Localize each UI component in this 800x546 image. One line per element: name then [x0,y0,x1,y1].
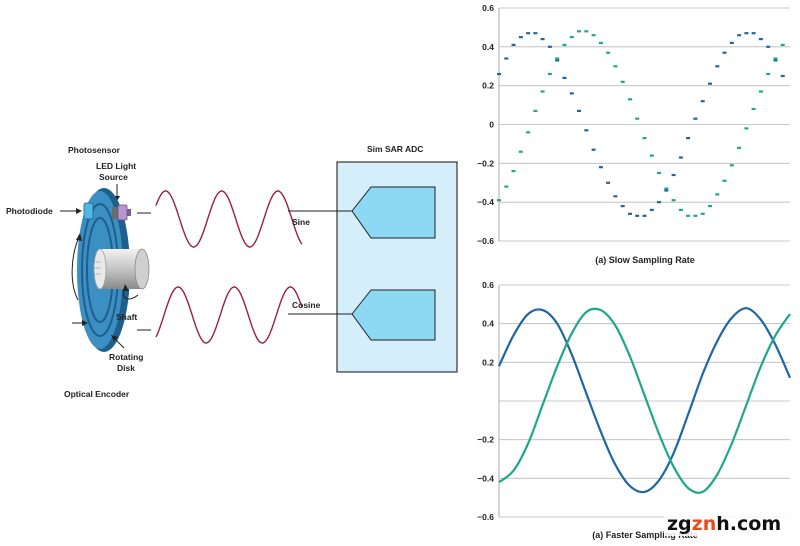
y-tick-label: −0.2 [477,158,494,168]
shaft-collar [93,248,107,290]
y-tick-label: 0.6 [482,280,494,290]
watermark-backdrop [664,510,794,536]
rotation-arrow-shaft-head [123,284,129,291]
disk-label-arrow [113,337,125,349]
watermark-prefix: zg [667,513,692,535]
sine-adc-channel [351,186,436,239]
faster-sampling-chart: 0.6 0.4 0.2 −0.2 −0.4 −0.6 (a) Faster Sampling… [477,280,792,540]
rotation-arrow-left-head [76,233,82,241]
adc-title: Sim SAR ADC [367,144,423,154]
led-source-label-line1: LED Light [96,161,136,171]
led-base [112,207,118,219]
shaft-label: Shaft [116,312,137,322]
shaft [93,248,150,290]
rotating-disk-label-line1: Rotating [109,352,143,362]
sine-input-label: Sine [292,217,310,227]
photodiode-pointer-arrowhead [76,208,82,214]
led-source-label-line2: Source [99,172,128,182]
y-tick-label: −0.2 [477,435,494,445]
disk-label-arrowhead [111,335,118,341]
led-body [117,204,128,221]
series-line [498,307,792,494]
photosensor-label: Photosensor [68,145,121,155]
cosine-input-label: Cosine [292,300,321,310]
y-tick-label: 0.6 [482,3,494,13]
disk-pointer-arrowhead [82,320,88,326]
cosine-wave [155,286,303,344]
optical-encoder: Photosensor LED Light Source Photodiode [6,145,151,399]
watermark-suffix: h.com [716,513,781,535]
photodiode-block [83,202,94,220]
y-tick-label: −0.6 [477,236,494,246]
y-tick-label: −0.4 [477,473,494,483]
shaft-end [134,248,150,290]
photodiode-label: Photodiode [6,206,53,216]
y-tick-label: −0.6 [477,512,494,522]
shaft-slots [94,261,100,275]
rotating-disk-label-line2: Disk [117,363,135,373]
y-tick-label: −0.4 [477,197,494,207]
chart-caption: (a) Faster Sampling Rate [592,530,698,540]
led-light-source [112,204,131,221]
rotation-arrow-left [71,236,80,301]
led-lens [127,209,131,216]
sar-adc: Sim SAR ADC Sine Cosine [288,144,458,373]
cosine-adc-channel [351,289,436,341]
y-tick-label: 0.4 [482,42,494,52]
y-tick-label: 0 [489,120,494,130]
watermark-accent: zn [692,513,717,535]
y-tick-label: 0.2 [482,81,494,91]
chart-caption: (a) Slow Sampling Rate [595,255,695,265]
series-line [498,307,791,494]
y-tick-label: 0.4 [482,319,494,329]
optical-encoder-caption: Optical Encoder [64,389,130,399]
y-tick-label: 0.2 [482,357,494,367]
watermark-text: zgznh.com [667,513,781,535]
watermark: zgznh.com [664,510,794,536]
sine-wave [155,190,303,248]
slow-sampling-chart: 0.6 0.4 0.2 0 −0.2 −0.4 −0.6 (a) Slow Sampling … [477,3,790,265]
